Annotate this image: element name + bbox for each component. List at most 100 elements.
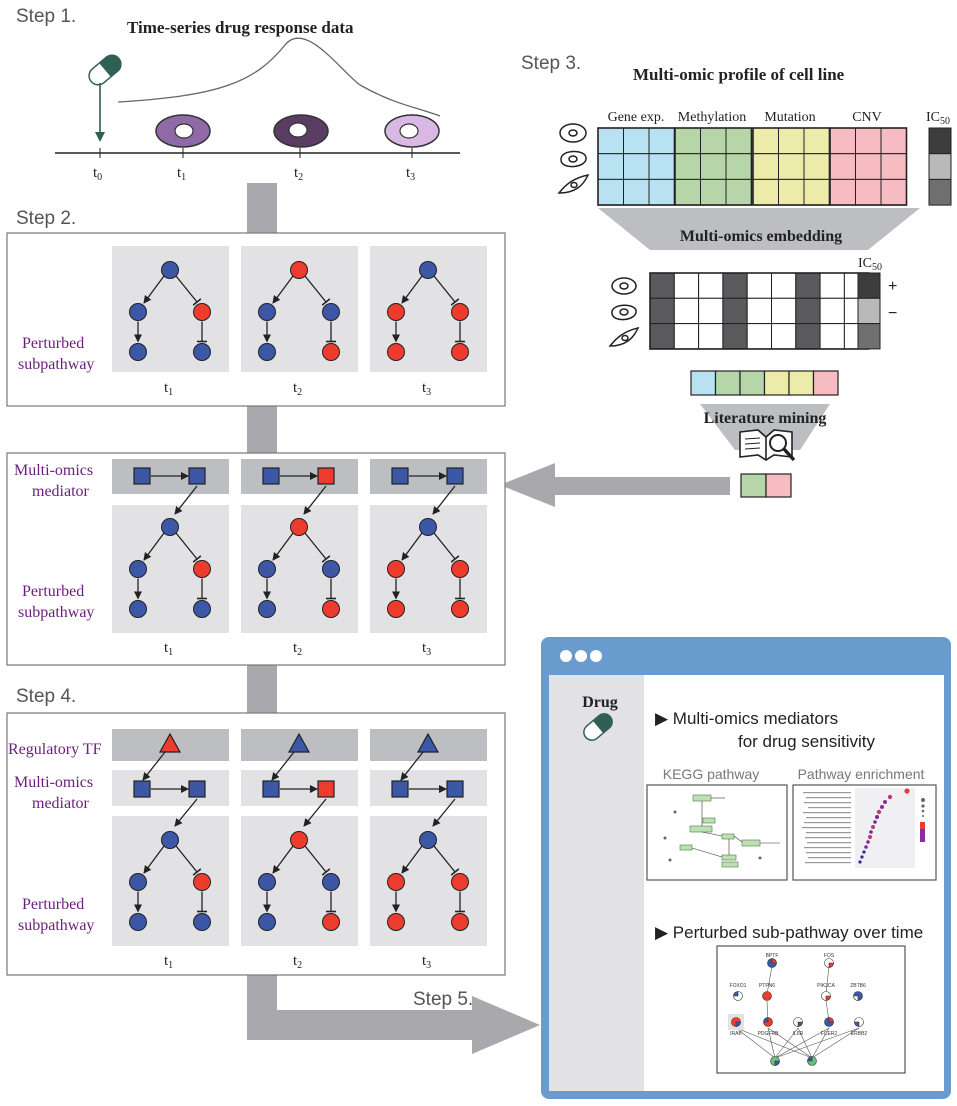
inhibition-edge <box>433 275 460 306</box>
timepoint-label: t3 <box>422 953 431 971</box>
mediator-to-pathway-edge <box>432 798 456 827</box>
step3-section: Step 3. Multi-omic profile of cell line … <box>521 53 952 498</box>
gene-label: PTPN6 <box>759 983 775 989</box>
pathway-node <box>451 913 469 931</box>
step1-section: Step 1. Time-series drug response data t… <box>16 6 460 183</box>
inhibition-edge <box>304 532 331 563</box>
cell-icon-t2 <box>273 114 329 148</box>
mediator-to-pathway-edge <box>174 798 198 827</box>
omics-cell <box>778 178 805 206</box>
svg-text:t1: t1 <box>177 165 186 183</box>
results-browser-window: Drug ▶ Multi-omics mediators for drug se… <box>541 637 951 1099</box>
mediator-node <box>133 467 151 485</box>
omics-headers: Gene exp. Methylation Mutation CNV <box>608 110 882 125</box>
activation-edge <box>272 275 294 304</box>
pathway-node <box>419 831 437 849</box>
cell-line-icon-1 <box>611 277 637 295</box>
mined-omics-row <box>740 473 792 498</box>
step4-section: Step 4. Regulatory TF Multi-omics mediat… <box>6 686 506 976</box>
omics-cell <box>700 153 727 180</box>
pathway-node <box>161 518 179 536</box>
gene-label: ERBB2 <box>851 1031 868 1037</box>
svg-text:t0: t0 <box>93 165 102 183</box>
ic50-header-2: IC50 <box>858 256 882 273</box>
pathway-node <box>193 600 211 618</box>
timepoint-label: t2 <box>293 380 302 398</box>
pathway-node <box>129 560 147 578</box>
inhibition-edge <box>433 845 460 876</box>
embedding-cell-icons <box>608 277 640 347</box>
literature-title: Literature mining <box>704 410 827 427</box>
pathway-node <box>161 261 179 279</box>
omics-cell <box>725 127 752 155</box>
pathway-node <box>129 873 147 891</box>
step2-label: Step 2. <box>16 208 76 229</box>
embedding-cell <box>819 297 845 325</box>
regulatory-tf-label: Regulatory TF <box>8 741 102 758</box>
pathway-node <box>258 303 276 321</box>
drug-capsule-icon <box>88 54 122 86</box>
mediator-node <box>446 780 464 798</box>
browser-sidebar <box>549 675 644 1091</box>
pathway-node <box>258 913 276 931</box>
selected-omics-row <box>690 370 839 396</box>
tick-t1: t1 <box>177 148 186 183</box>
mediator-bar <box>112 770 229 806</box>
activation-edge <box>401 275 423 304</box>
cell-line-icons <box>557 123 590 194</box>
gene-label: FOS <box>824 953 835 959</box>
gene-label: PIK3CA <box>817 983 835 989</box>
pathway-node <box>290 518 308 536</box>
ic50-cell <box>857 297 881 325</box>
pathway-node <box>129 913 147 931</box>
window-dot-1 <box>560 650 572 662</box>
omics-cell <box>752 153 779 180</box>
svg-text:t2: t2 <box>294 165 303 183</box>
omics-cell <box>700 178 727 206</box>
omics-cell <box>648 178 675 206</box>
network-thumbnail: BPTF FOS FOXO1 PTPN6 PIK3CA ZBTB6 IRAK P… <box>716 945 906 1074</box>
tf-edge <box>400 751 424 781</box>
timepoint-label: t3 <box>422 640 431 658</box>
mediator-section: Multi-omics mediator Perturbed subpathwa… <box>6 452 506 666</box>
pathway-node <box>161 831 179 849</box>
timepoint-label: t3 <box>422 380 431 398</box>
minus-sign: − <box>888 305 897 322</box>
omics-cell <box>752 178 779 206</box>
embedding-cell <box>722 323 748 350</box>
mined-omics-cell <box>740 473 767 498</box>
window-dot-2 <box>575 650 587 662</box>
selected-omics-cell <box>763 370 790 396</box>
embedding-cell <box>795 297 821 325</box>
pathway-node <box>387 600 405 618</box>
pathway-enrichment-thumbnail <box>792 784 937 881</box>
embedding-cell <box>746 323 773 350</box>
pathway-node <box>290 831 308 849</box>
tf-triangle <box>287 732 311 753</box>
cell-line-icon-2 <box>611 304 637 321</box>
mediator-node <box>188 780 206 798</box>
cell-line-icon-2 <box>560 150 587 168</box>
mediator-label-line2-c: mediator <box>32 795 90 812</box>
selected-omics-cell <box>788 370 815 396</box>
inhibition-edge <box>304 275 331 306</box>
activation-edge <box>272 532 294 561</box>
embedding-cell <box>795 323 821 350</box>
embedding-cell <box>795 272 821 299</box>
pathway-node <box>322 913 340 931</box>
gene-label: IL6R <box>793 1031 804 1037</box>
activation-edge <box>143 845 165 874</box>
embedding-cell <box>771 323 797 350</box>
omics-cell <box>674 127 701 155</box>
mediator-to-pathway-edge <box>432 485 456 515</box>
embedding-cell <box>673 323 700 350</box>
mediator-node <box>262 467 280 485</box>
mediator-node <box>391 467 409 485</box>
omics-block-border <box>829 127 908 206</box>
ic50-bar <box>928 127 952 206</box>
perturbed-label-line2-b: subpathway <box>18 604 94 621</box>
activation-edge <box>143 532 165 561</box>
omics-matrix <box>597 127 908 206</box>
multiomic-title: Multi-omic profile of cell line <box>633 65 845 84</box>
